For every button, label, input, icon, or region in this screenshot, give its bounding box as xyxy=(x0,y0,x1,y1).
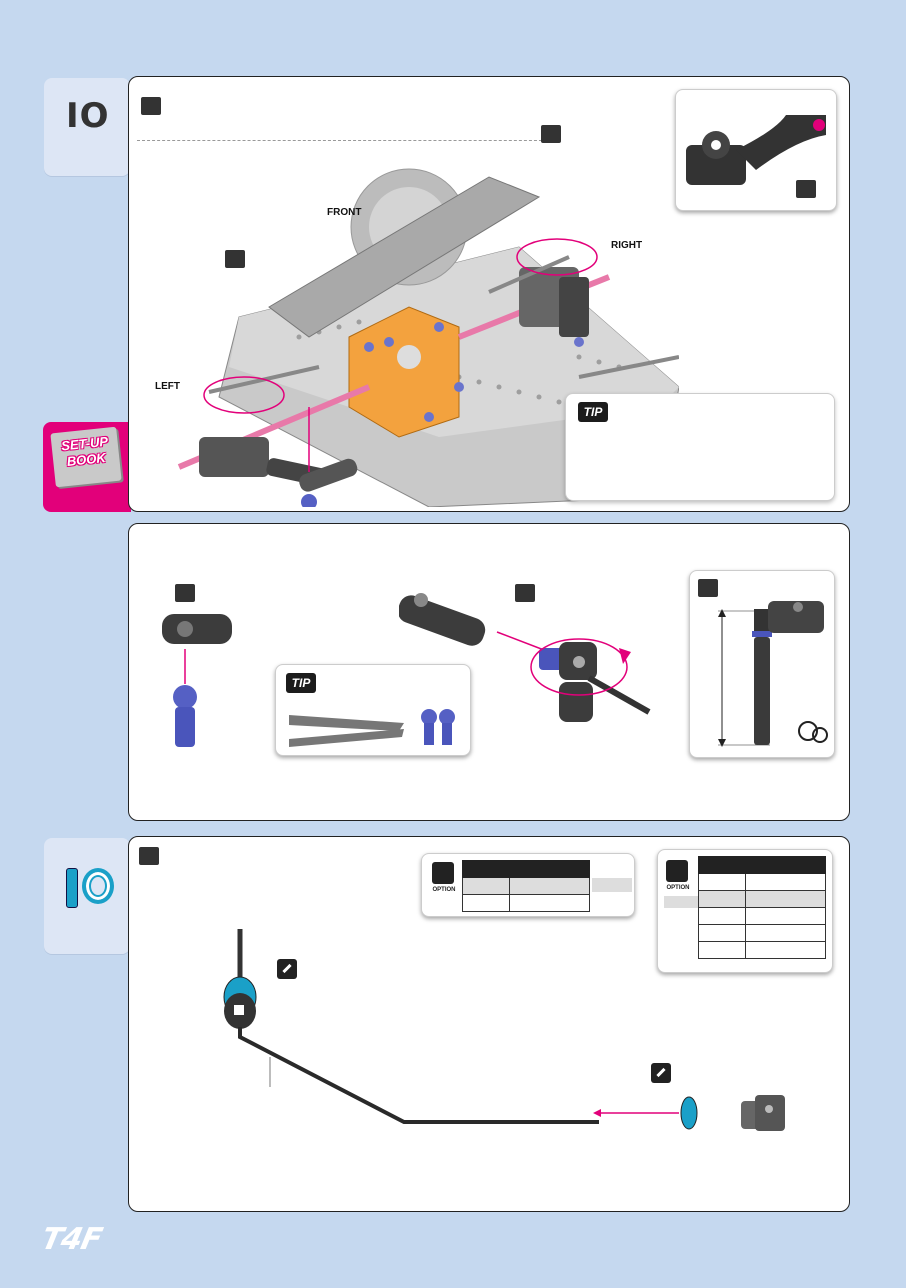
ballstud-height-illustration xyxy=(718,601,828,747)
substep-marker-bottom xyxy=(139,847,159,865)
option-table-2-side-cell xyxy=(664,896,698,908)
divider-line xyxy=(137,140,547,141)
substep-c-marker xyxy=(698,579,718,597)
option-table-2-grid xyxy=(698,856,826,959)
inset-detail-steering-arm xyxy=(675,89,837,211)
option-table-2: OPTION xyxy=(657,849,833,973)
hex-tool-icon-right xyxy=(541,125,561,143)
thumbs-up-icon xyxy=(432,862,454,884)
option-badge-1: OPTION xyxy=(428,862,460,902)
panel-step-bottom: OPTION OPTION xyxy=(128,836,850,1212)
thumbs-up-icon-2 xyxy=(666,860,688,882)
ball-link-illustration xyxy=(162,614,232,747)
inset-ballstud-height xyxy=(689,570,835,758)
option-table-1-side-cell xyxy=(592,878,632,892)
setup-book-icon: SET-UP BOOK xyxy=(50,426,122,488)
panel-step-middle: TIP xyxy=(128,523,850,821)
panel-step-top: FRONT RIGHT LEFT TIP xyxy=(128,76,850,512)
chassis-illustration xyxy=(177,168,679,507)
steering-arm-illustration xyxy=(686,115,826,185)
option-label-1: OPTION xyxy=(432,887,456,893)
grease-icon-top xyxy=(277,959,297,979)
parts-icon xyxy=(141,97,161,115)
grease-icon-right xyxy=(651,1063,671,1083)
label-front: FRONT xyxy=(327,207,362,218)
setup-book-tab[interactable]: SET-UP BOOK xyxy=(43,422,131,512)
substep-b-marker xyxy=(515,584,535,602)
label-left: LEFT xyxy=(155,381,180,392)
tip-box-top: TIP xyxy=(565,393,835,501)
step-number-bottom-icon xyxy=(60,868,116,908)
option-table-1-grid xyxy=(462,860,590,912)
anti-roll-bar-illustration xyxy=(223,929,785,1131)
step-tab-top xyxy=(44,78,130,176)
tip-badge-top: TIP xyxy=(578,402,608,422)
hex-tool-icon-left xyxy=(225,250,245,268)
pliers-illustration xyxy=(289,709,455,747)
label-right: RIGHT xyxy=(611,240,643,251)
option-badge-2: OPTION xyxy=(662,860,694,900)
option-table-1: OPTION xyxy=(421,853,635,917)
tip-box-middle: TIP xyxy=(275,664,471,756)
brand-logo: T4F xyxy=(38,1222,105,1257)
option-label-2: OPTION xyxy=(666,885,690,891)
tip-badge-middle: TIP xyxy=(286,673,316,693)
substep-a-marker xyxy=(175,584,195,602)
parts-icon-inset xyxy=(796,180,816,198)
step-number-top: IO xyxy=(66,96,110,136)
rod-end-illustration xyxy=(399,593,651,722)
